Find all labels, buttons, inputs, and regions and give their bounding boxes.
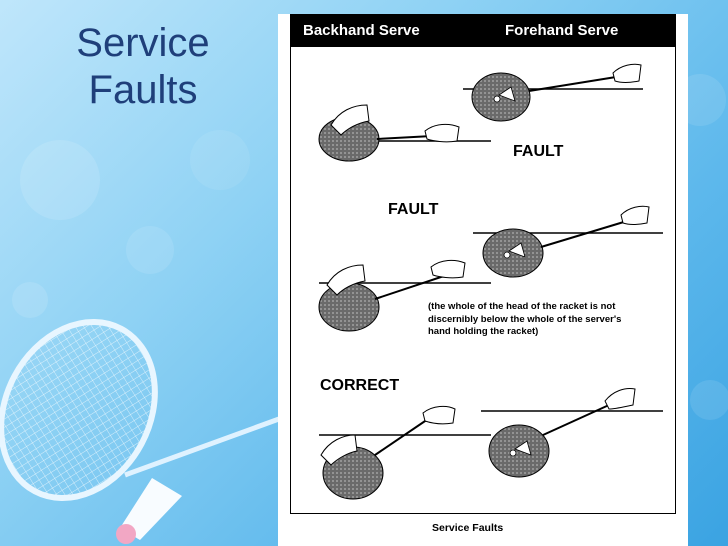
backhand-fault-illustration	[318, 259, 491, 332]
figure-caption: Service Faults	[432, 522, 504, 534]
label-backhand-fault: FAULT	[388, 201, 439, 218]
shuttlecock-icon	[493, 86, 516, 103]
shuttlecock-icon	[509, 440, 532, 457]
note-line-3: hand holding the racket)	[428, 326, 539, 337]
note-line-2: discernibly below the whole of the serve…	[428, 313, 622, 325]
label-forehand-fault: FAULT	[513, 143, 564, 160]
shuttlecock-icon	[116, 478, 182, 544]
label-correct: CORRECT	[320, 377, 400, 394]
slide-title: Service Faults	[58, 20, 228, 114]
fault-explanation-note: (the whole of the head of the racket is …	[428, 301, 668, 339]
title-line-1: Service	[76, 21, 210, 65]
backhand-correct-illustration	[319, 405, 491, 500]
header-backhand-serve: Backhand Serve	[303, 22, 420, 39]
figure-header-bar: Backhand Serve Forehand Serve	[291, 15, 675, 47]
title-line-2: Faults	[88, 68, 198, 112]
figure-frame: Backhand Serve Forehand Serve	[290, 14, 676, 514]
forehand-serve-illustration-2	[473, 205, 663, 278]
serve-illustrations	[318, 63, 663, 500]
note-line-1: (the whole of the head of the racket is …	[428, 301, 616, 312]
shuttlecock-icon	[503, 242, 526, 259]
backhand-serve-illustration-1	[318, 104, 491, 162]
forehand-correct-illustration	[481, 388, 663, 478]
forehand-fault-illustration	[463, 63, 643, 122]
badminton-racket-image	[0, 319, 290, 544]
header-forehand-serve: Forehand Serve	[505, 22, 619, 39]
